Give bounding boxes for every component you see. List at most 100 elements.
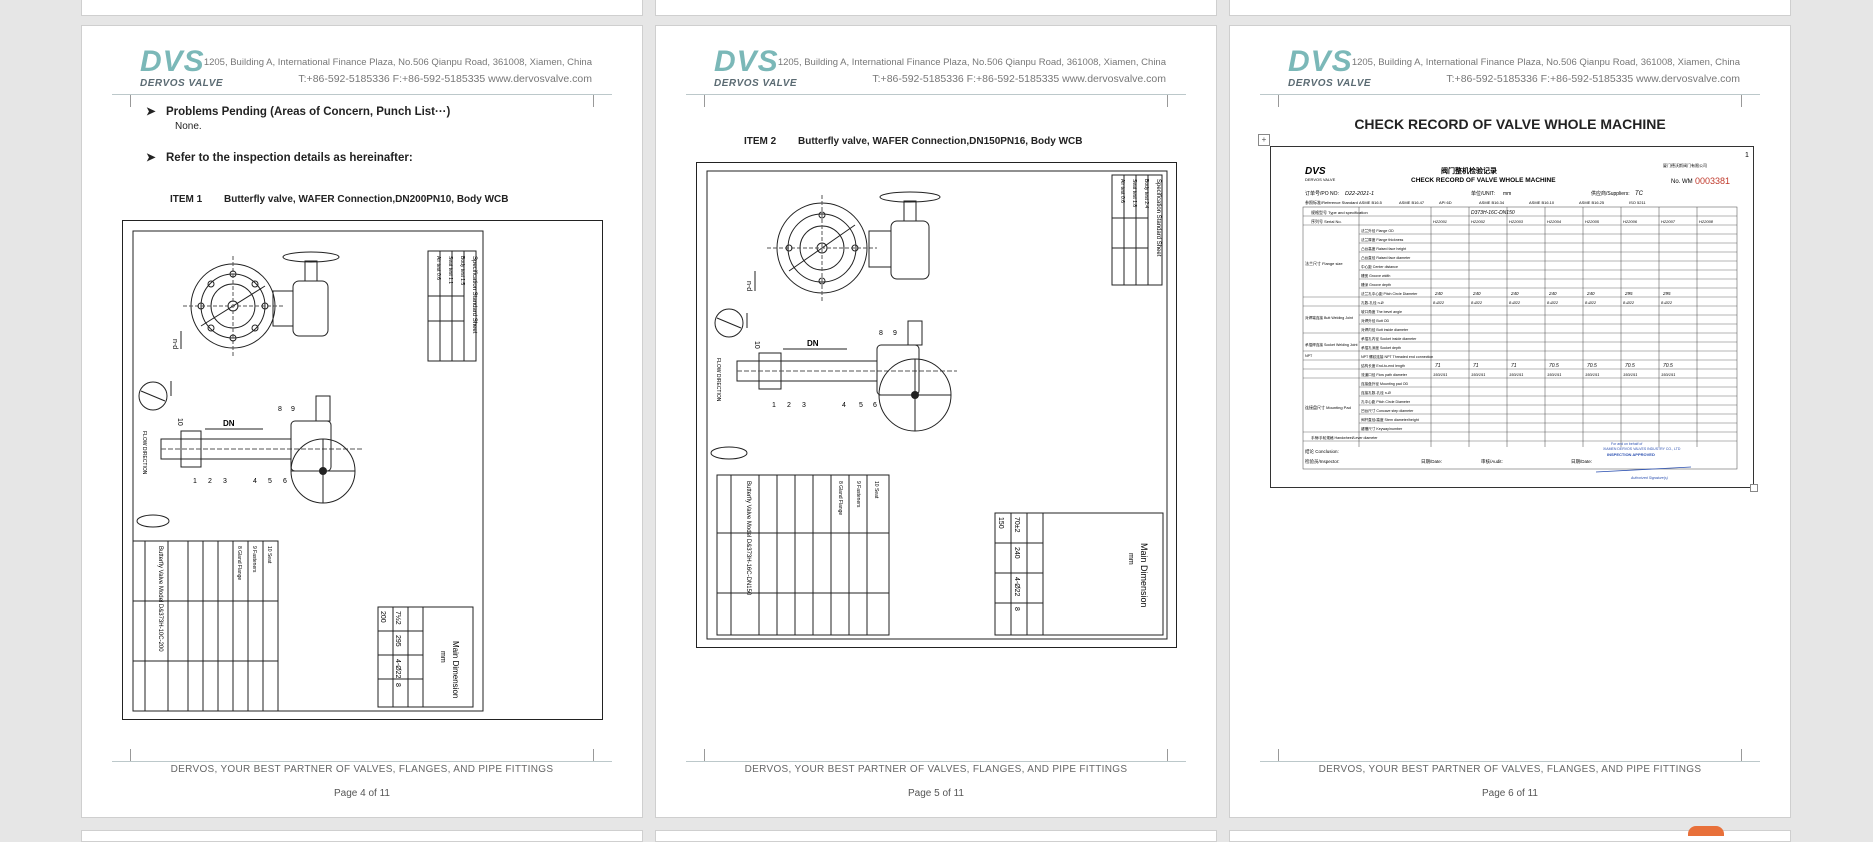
scan-serial-number: 0003381 — [1695, 176, 1730, 186]
svg-text:150/151: 150/151 — [1509, 372, 1523, 377]
previous-page-stub-left — [81, 0, 643, 16]
spec-row-2: Seat test 1.1 — [447, 256, 453, 284]
logo-subtitle: DERVOS VALVE — [714, 78, 798, 89]
svg-text:n-d: n-d — [745, 281, 752, 291]
svg-text:150/151: 150/151 — [1547, 372, 1561, 377]
type-label: 规格型号 Type and specification — [1311, 209, 1368, 215]
svg-text:70.5: 70.5 — [1587, 363, 1597, 369]
conclusion-label: 结论 Conclusion: — [1305, 448, 1339, 455]
callout-3: 3 — [802, 402, 806, 409]
svg-text:流道口径 Flow path diameter: 流道口径 Flow path diameter — [1361, 372, 1408, 377]
valve-drawing-svg: Specification Standard Sheet Body test 1… — [132, 230, 484, 712]
bullet-arrow-icon: ➤ — [146, 152, 156, 164]
logo-mark: DVS — [714, 45, 779, 78]
svg-text:8-Ø22: 8-Ø22 — [1661, 300, 1673, 305]
record-grid — [1302, 206, 1738, 470]
scan-standard-4: ASME B16.34 — [1479, 200, 1505, 205]
date-label: 日期/Date: — [1421, 459, 1442, 465]
svg-text:H22005: H22005 — [1585, 219, 1600, 224]
svg-text:NPT 螺纹连接 NPT Threaded end conn: NPT 螺纹连接 NPT Threaded end connection — [1361, 354, 1433, 359]
scan-unit-value: mm — [1503, 191, 1511, 197]
table-move-handle-icon[interactable]: + — [1258, 134, 1270, 146]
technical-drawing-item-1: Specification Standard Sheet Body test 1… — [122, 220, 603, 720]
inspector-label: 检验员/Inspector: — [1305, 458, 1340, 465]
svg-text:H22004: H22004 — [1547, 219, 1562, 224]
svg-text:坡口角度 The bevel angle: 坡口角度 The bevel angle — [1361, 309, 1402, 314]
part-8: 8 Gland Flange — [837, 481, 843, 515]
svg-text:H22008: H22008 — [1699, 219, 1714, 224]
header-contact: T:+86-592-5185336 F:+86-592-5185335 www.… — [872, 73, 1166, 85]
page-number: Page 5 of 11 — [908, 788, 964, 799]
bullet-inspection-details: ➤Refer to the inspection details as here… — [146, 152, 413, 164]
header-rule — [1260, 94, 1760, 107]
scan-logo-subtitle: DERVOS VALVE — [1305, 177, 1336, 182]
svg-text:240: 240 — [1548, 291, 1557, 296]
dim-value-3: 295 — [394, 635, 401, 647]
scan-standard-6: ASME B16.25 — [1579, 200, 1605, 205]
header-rule — [112, 94, 612, 107]
group-flange-size: 法兰尺寸 Flange size — [1305, 260, 1343, 266]
footer-tagline: DERVOS, YOUR BEST PARTNER OF VALVES, FLA… — [744, 764, 1128, 775]
callout-8: 8 — [879, 330, 883, 337]
callout-2: 2 — [787, 402, 791, 409]
svg-text:凸台直径 Raised face diameter: 凸台直径 Raised face diameter — [1361, 255, 1411, 260]
callout-6: 6 — [873, 402, 877, 409]
flow-direction-label: FLOW DIRECTION — [715, 358, 721, 402]
svg-text:8-Ø22: 8-Ø22 — [1433, 300, 1445, 305]
previous-page-stub-right — [1229, 0, 1791, 16]
main-dimension-unit: mm — [439, 651, 446, 663]
table-resize-handle[interactable] — [1750, 484, 1758, 492]
svg-text:70.5: 70.5 — [1663, 363, 1673, 369]
svg-text:键槽尺寸 Keyway/number: 键槽尺寸 Keyway/number — [1361, 426, 1403, 431]
page-6: DVS DERVOS VALVE 1205, Building A, Inter… — [1229, 25, 1791, 818]
audit-label: 审核/Audit: — [1481, 458, 1503, 465]
callout-4: 4 — [842, 402, 846, 409]
svg-text:法兰孔中心距 Pitch Circle Diameter: 法兰孔中心距 Pitch Circle Diameter — [1361, 291, 1418, 296]
svg-text:INSPECTION APPROVED: INSPECTION APPROVED — [1607, 452, 1655, 457]
callout-5: 5 — [268, 478, 272, 485]
dim-value-4: 4-Ø22 — [1013, 577, 1020, 597]
callout-5: 5 — [859, 402, 863, 409]
svg-text:150/151: 150/151 — [1471, 372, 1485, 377]
svg-text:承插孔深度 Socket depth: 承插孔深度 Socket depth — [1361, 345, 1401, 350]
scan-unit-label: 单位/UNIT: — [1471, 190, 1495, 197]
callout-9: 9 — [291, 406, 295, 413]
scan-po-value: D22-2021-1 — [1345, 191, 1374, 197]
header-contact: T:+86-592-5185336 F:+86-592-5185335 www.… — [298, 73, 592, 85]
svg-text:150/151: 150/151 — [1661, 372, 1675, 377]
svg-text:对焊内径 Butt inside diameter: 对焊内径 Butt inside diameter — [1361, 327, 1409, 332]
svg-text:法兰外径 Flange OD: 法兰外径 Flange OD — [1361, 228, 1394, 233]
part-9: 9 Fasteners — [251, 546, 257, 573]
page-4: DVS DERVOS VALVE 1205, Building A, Inter… — [81, 25, 643, 818]
model-label: Butterfly Valve Model D&373H-10C-200 — [157, 546, 163, 652]
svg-text:71: 71 — [1511, 363, 1517, 369]
company-logo: DVS DERVOS VALVE — [140, 46, 230, 90]
header-address: 1205, Building A, International Finance … — [1351, 57, 1740, 68]
svg-text:结构长度 End-to-end length: 结构长度 End-to-end length — [1361, 363, 1405, 368]
header-address-block: 1205, Building A, International Finance … — [1352, 54, 1740, 88]
page-title: CHECK RECORD OF VALVE WHOLE MACHINE — [1354, 116, 1666, 132]
svg-text:连接盘外径 Mounting pad OD: 连接盘外径 Mounting pad OD — [1361, 381, 1409, 386]
callout-3: 3 — [223, 478, 227, 485]
part-9: 9 Fasteners — [855, 481, 861, 508]
scan-standard-5: ASME B16.10 — [1529, 200, 1555, 205]
technical-drawing-item-2: Specification Standard Sheet Body test 2… — [696, 162, 1177, 648]
svg-text:240: 240 — [1586, 291, 1595, 296]
orange-corner-icon — [1688, 826, 1724, 836]
page-5: DVS DERVOS VALVE 1205, Building A, Inter… — [655, 25, 1217, 818]
svg-text:对焊外径 Butt OD: 对焊外径 Butt OD — [1361, 318, 1390, 323]
svg-text:H22002: H22002 — [1471, 219, 1486, 224]
page-number: Page 6 of 11 — [1482, 788, 1538, 799]
check-record-scan: 1 DVS DERVOS VALVE 阀门整机检验记录 CHECK RECORD… — [1270, 146, 1754, 488]
part-10: 10 Seat — [266, 546, 272, 564]
svg-text:70.5: 70.5 — [1625, 363, 1635, 369]
item-number: ITEM 1 — [170, 194, 203, 205]
group-npt: NPT — [1305, 354, 1313, 358]
spec-row-3: Air test 0.6 — [435, 256, 441, 280]
main-dimension-title: Main Dimension — [1139, 543, 1149, 608]
